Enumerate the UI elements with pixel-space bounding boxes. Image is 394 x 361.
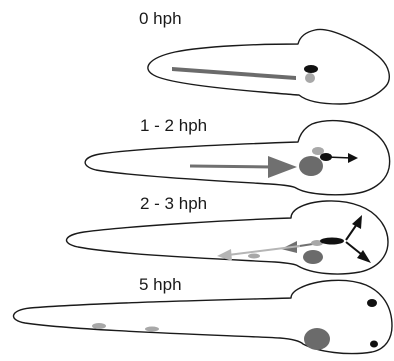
panel-label: 2 - 3 hph	[140, 194, 207, 213]
division-arrow-down-shaft	[346, 242, 361, 254]
embryo-outline	[67, 201, 388, 274]
division-arrow-up-head	[352, 215, 362, 229]
panel-0-hph: 0 hph	[139, 9, 389, 104]
embryo-outline	[14, 280, 392, 353]
grey-nucleus-tail-2	[145, 327, 159, 332]
migration-arrow-shaft	[190, 166, 272, 167]
panel-2-3-hph: 2 - 3 hph	[67, 194, 388, 274]
large-grey-nucleus	[304, 328, 330, 350]
panel-label: 5 hph	[139, 275, 182, 294]
grey-nucleus-tail-1	[92, 323, 106, 329]
black-nucleus-lower	[370, 341, 378, 348]
large-grey-nucleus	[303, 250, 323, 264]
panel-label: 0 hph	[139, 9, 182, 28]
panel-1-2-hph: 1 - 2 hph	[85, 116, 389, 195]
migration-arrow-head	[268, 156, 297, 178]
small-grey-spot	[312, 147, 324, 155]
panel-label: 1 - 2 hph	[140, 116, 207, 135]
black-nucleus-upper	[367, 299, 377, 307]
panel-5-hph: 5 hph	[14, 275, 392, 354]
black-elongated-nucleus	[320, 238, 344, 245]
grey-nucleus	[305, 73, 315, 83]
black-nucleus	[304, 65, 318, 73]
notochord-bar	[172, 67, 296, 80]
division-arrow-head	[348, 153, 358, 163]
embryo-outline	[148, 29, 389, 104]
large-grey-nucleus	[299, 156, 323, 176]
division-arrow-up-shaft	[346, 224, 357, 240]
grey-nucleus-migrating	[248, 254, 260, 259]
